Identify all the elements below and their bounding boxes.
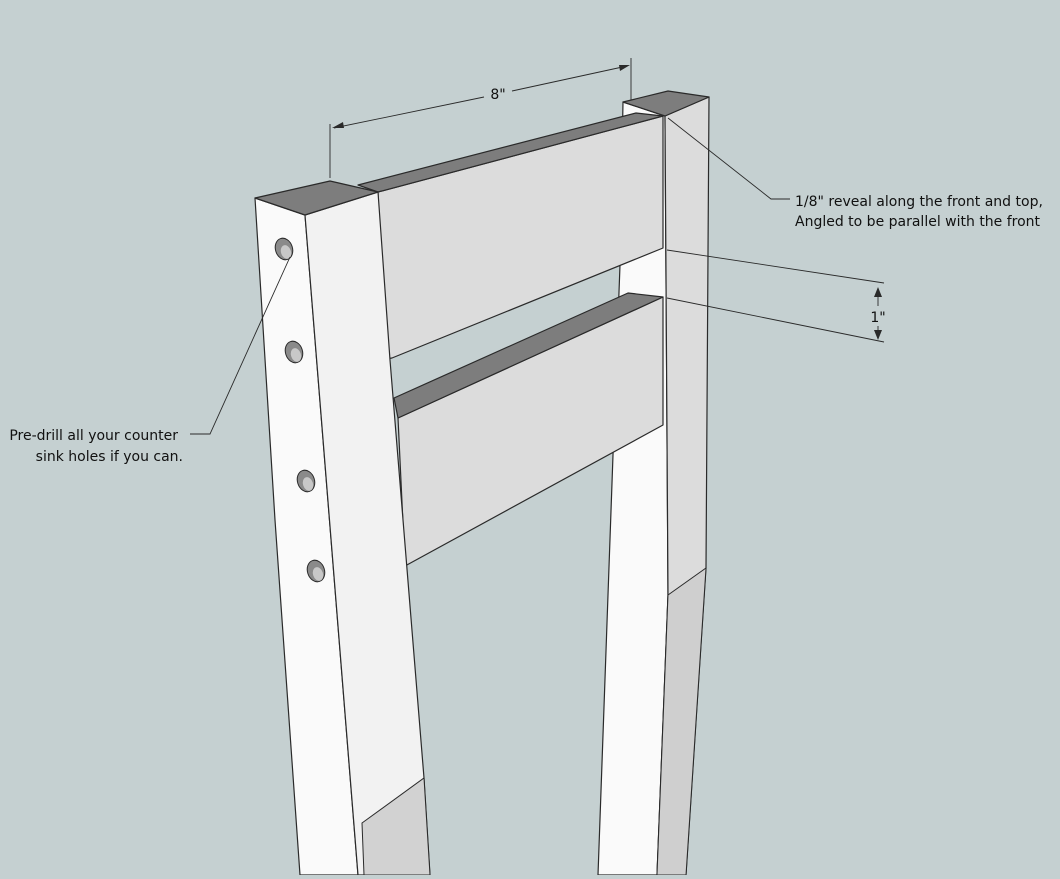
predrill-leader-line [190,256,291,435]
left-post [254,180,431,876]
reveal-callout-line2: Angled to be parallel with the front [795,214,1041,230]
hole-4 [306,559,326,583]
gap-arrow-top [874,287,882,297]
hole-1 [274,237,294,261]
width-dimension-line-right [511,65,628,92]
gap-extension-bottom [666,297,885,343]
predrill-callout: Pre-drill all your counter sink holes if… [9,256,291,465]
hole-3 [296,469,316,493]
hole-2 [284,340,304,364]
predrill-callout-line2: sink holes if you can. [36,449,183,465]
left-post-top-face [254,180,379,216]
top-slat-top-face [357,112,664,193]
width-arrow-left [332,122,344,128]
right-post-top-face [622,90,710,117]
width-label: 8" [490,87,505,103]
reveal-callout-line1: 1/8" reveal along the front and top, [795,194,1043,210]
countersink-holes [274,237,326,583]
width-dimension: 8" [329,58,632,178]
width-dimension-line-left [333,96,485,129]
lower-slat-top-face [393,292,664,419]
top-slat [357,112,664,361]
gap-extension-top [666,249,885,284]
gap-dimension: 1" [666,249,886,343]
width-arrow-right [619,65,630,71]
gap-arrow-bottom [874,330,882,340]
predrill-callout-line1: Pre-drill all your counter [9,428,178,444]
reveal-callout: 1/8" reveal along the front and top, Ang… [667,117,1043,230]
reveal-leader-line [667,117,790,200]
gap-label: 1" [870,310,885,326]
